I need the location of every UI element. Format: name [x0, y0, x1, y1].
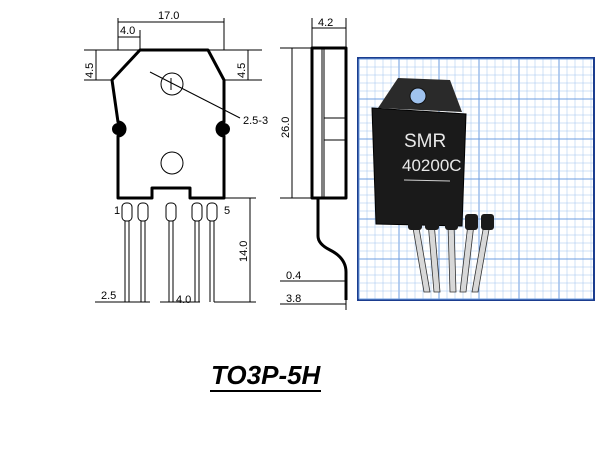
dim-thickness-label: 4.2 [318, 17, 333, 29]
pin-5-label: 5 [224, 205, 230, 217]
dim-pitch-big-label: 4.0 [176, 294, 191, 306]
mounting-hole [160, 72, 184, 96]
side-view-lead [316, 198, 348, 300]
dim-hole-label: 2.5-3 [243, 115, 268, 127]
dim-lead-offset-label: 3.8 [286, 293, 301, 305]
component-photo: SMR 40200C [357, 57, 595, 301]
dim-body-height-label: 26.0 [280, 117, 292, 138]
package-body-outline [110, 48, 226, 200]
ejector-mark [160, 151, 184, 175]
dim-width-label: 17.0 [158, 10, 179, 22]
dim-top-left-label: 4.5 [84, 63, 96, 78]
chip-marking-line2: 40200C [402, 156, 462, 175]
dim-lead-length-label: 14.0 [238, 241, 250, 262]
dim-top-right-label: 4.5 [236, 63, 248, 78]
pin-1-label: 1 [114, 205, 120, 217]
dim-lead-thick-label: 0.4 [286, 270, 301, 282]
chip-body [371, 107, 467, 227]
leads-front [121, 202, 218, 302]
package-title: TO3P-5H [210, 360, 322, 392]
side-view-body [310, 46, 348, 200]
dim-pitch-small-label: 2.5 [101, 290, 116, 302]
dim-tab-label: 4.0 [120, 25, 135, 37]
chip-marking-line1: SMR [404, 131, 446, 152]
